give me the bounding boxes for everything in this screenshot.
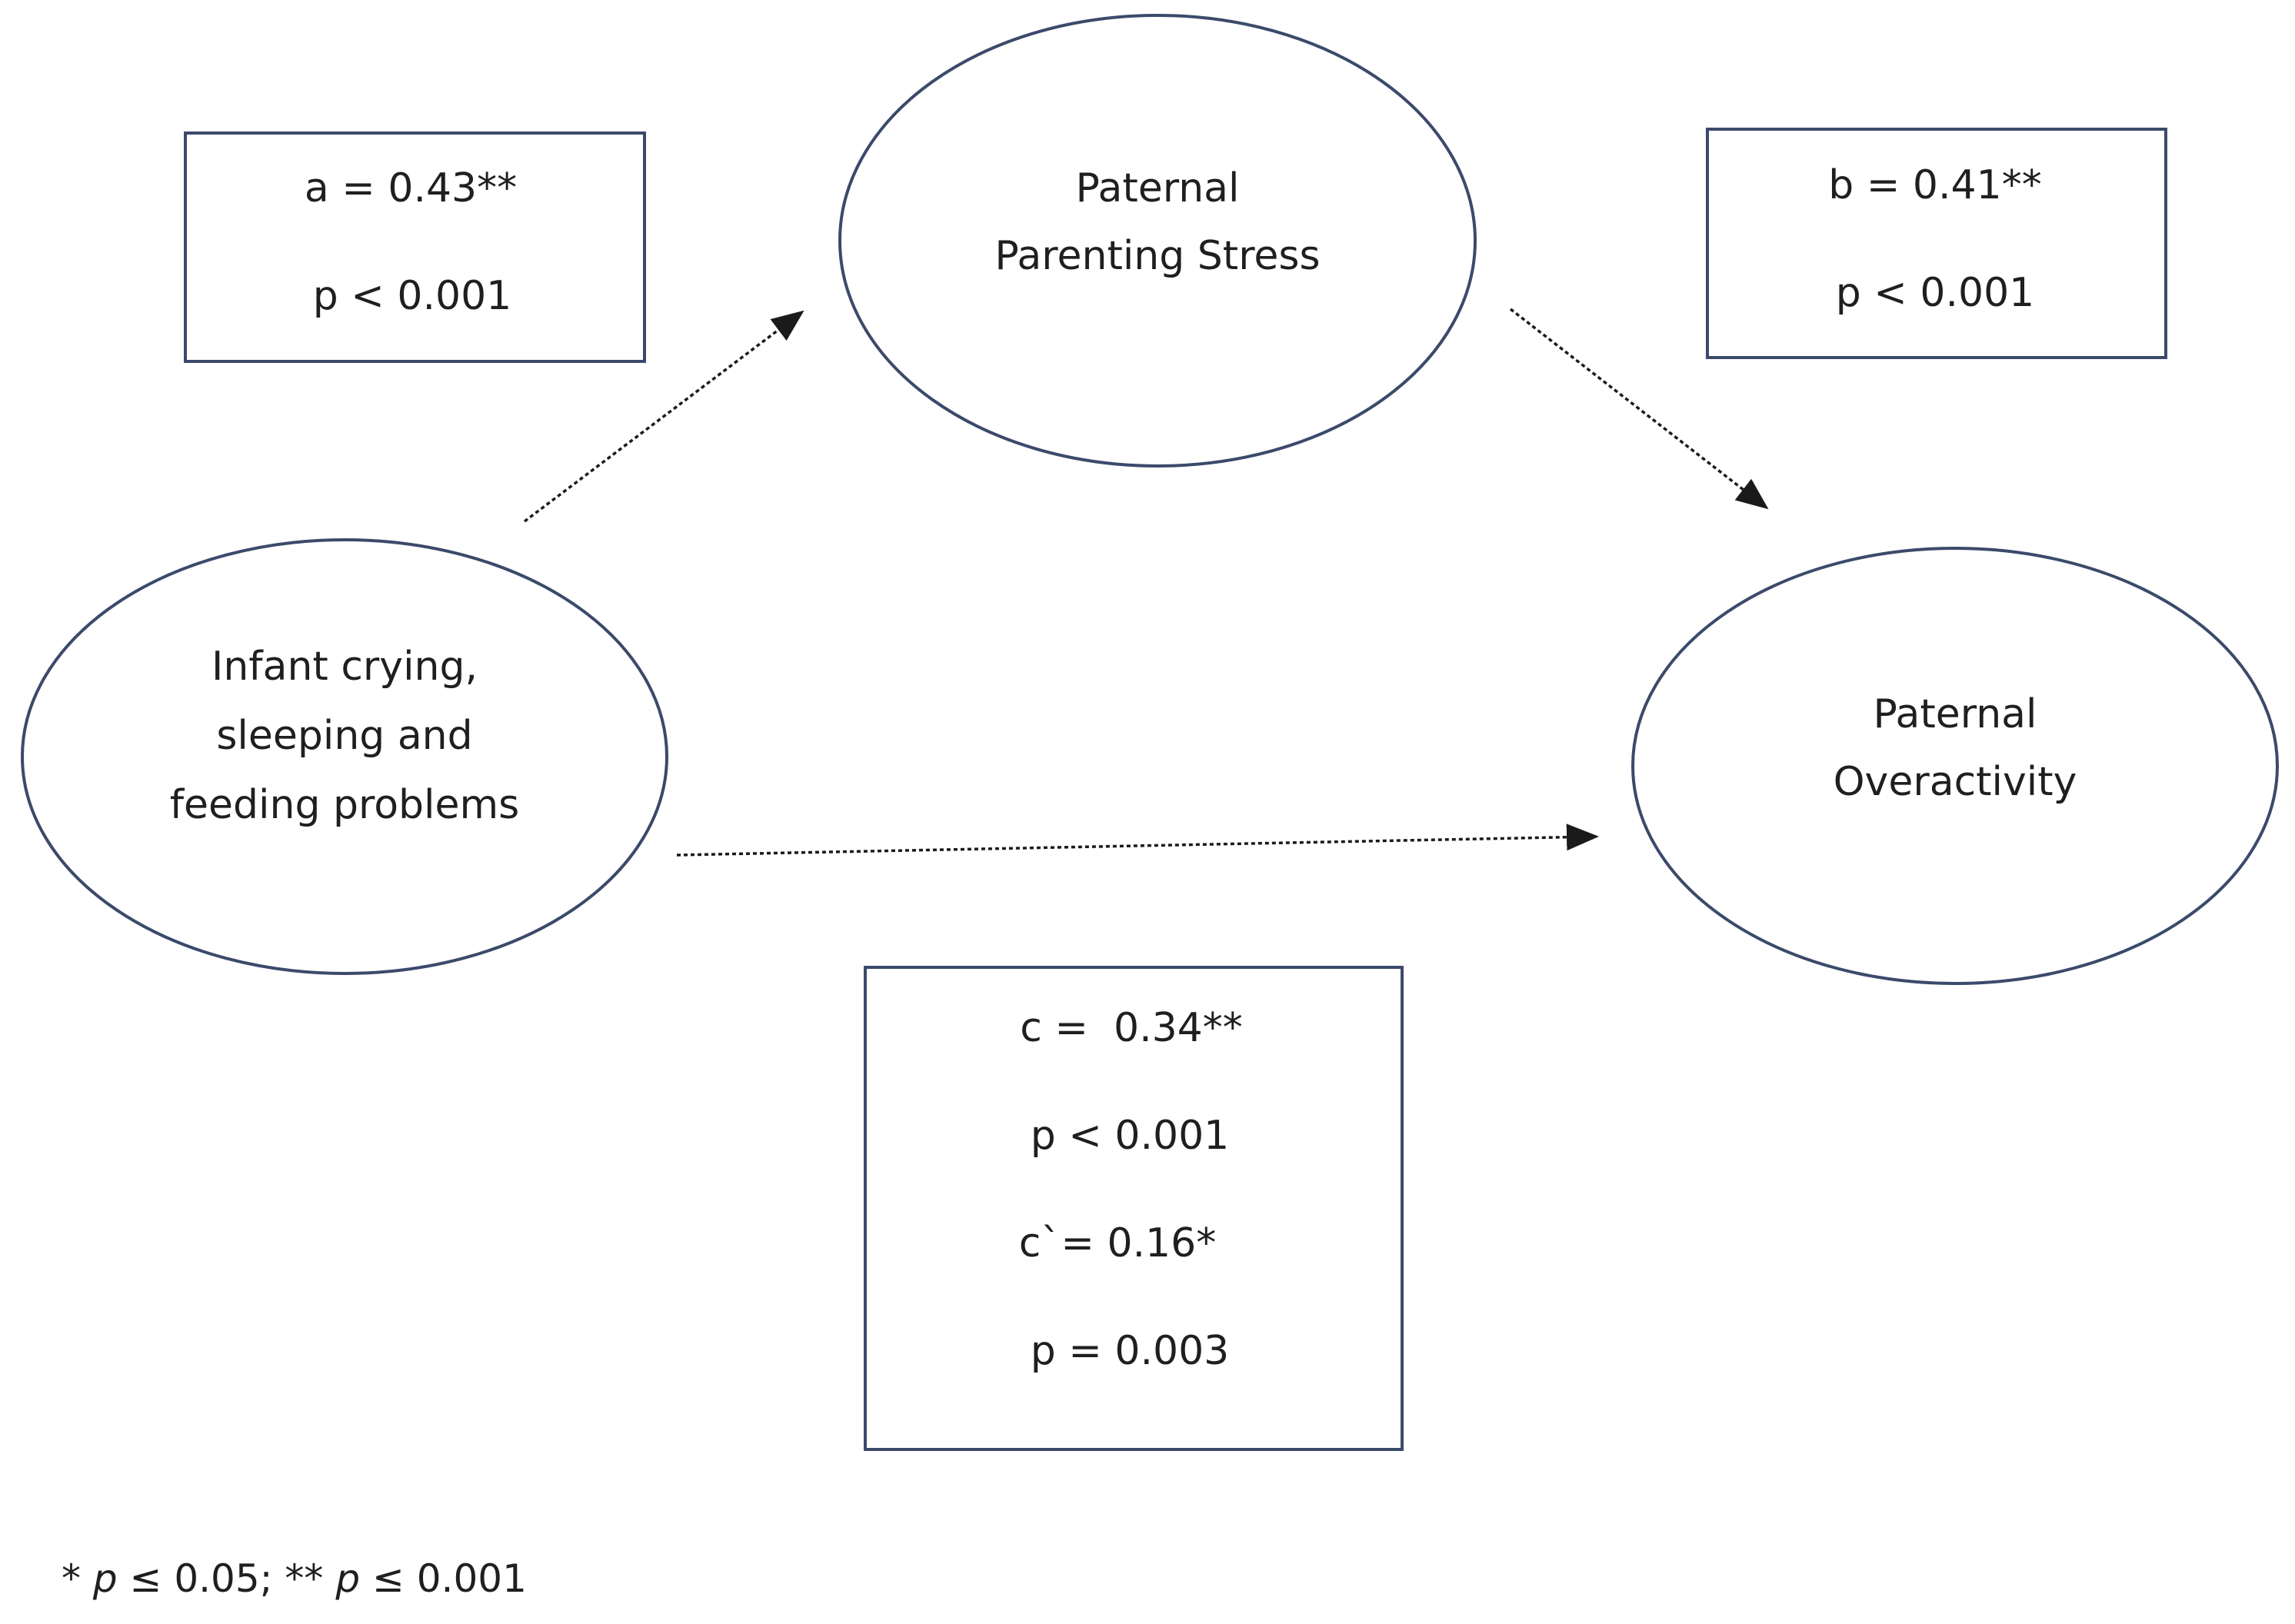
node-stress-line-1: Paternal — [1075, 165, 1239, 211]
node-stress-line-2: Parenting Stress — [994, 233, 1320, 279]
node-overactivity-line-2: Overactivity — [1834, 759, 2077, 805]
path-b-box: b = 0.41** p < 0.001 — [1706, 128, 2167, 359]
path-c-prime-coefficient: c`= 0.16* — [1019, 1220, 1216, 1266]
path-a-coefficient: a = 0.43** — [305, 165, 517, 211]
footnote-p2: p — [335, 1556, 360, 1601]
node-infant-line-1: Infant crying, — [212, 644, 478, 690]
path-c-prime-p-value: p = 0.003 — [1031, 1328, 1230, 1374]
arrow-b-stress-to-overactivity — [1509, 308, 1769, 510]
significance-footnote: * p ≤ 0.05; ** p ≤ 0.001 — [62, 1556, 527, 1601]
node-parenting-stress: Paternal Parenting Stress — [838, 14, 1477, 468]
path-a-p-value: p < 0.001 — [313, 273, 512, 319]
node-overactivity: Paternal Overactivity — [1631, 547, 2279, 985]
path-a-box: a = 0.43** p < 0.001 — [184, 131, 646, 363]
footnote-p1: p — [92, 1556, 118, 1601]
path-b-coefficient: b = 0.41** — [1828, 162, 2041, 208]
node-infant-problems: Infant crying, sleeping and feeding prob… — [21, 538, 668, 975]
footnote-star1: * — [62, 1556, 93, 1601]
arrow-c-infant-to-overactivity — [676, 824, 1599, 857]
footnote-rest1: ≤ 0.05; ** — [118, 1556, 336, 1601]
path-c-coefficient: c = 0.34** — [1020, 1005, 1243, 1051]
node-overactivity-line-1: Paternal — [1873, 691, 2037, 737]
node-infant-line-3: feeding problems — [170, 782, 520, 828]
node-infant-line-2: sleeping and — [216, 713, 472, 759]
footnote-rest2: ≤ 0.001 — [360, 1556, 527, 1601]
path-b-p-value: p < 0.001 — [1836, 270, 2035, 316]
path-c-p-value: p < 0.001 — [1031, 1113, 1230, 1159]
arrow-a-infant-to-stress — [523, 310, 804, 523]
path-c-box: c = 0.34** p < 0.001 c`= 0.16* p = 0.003 — [864, 966, 1404, 1451]
